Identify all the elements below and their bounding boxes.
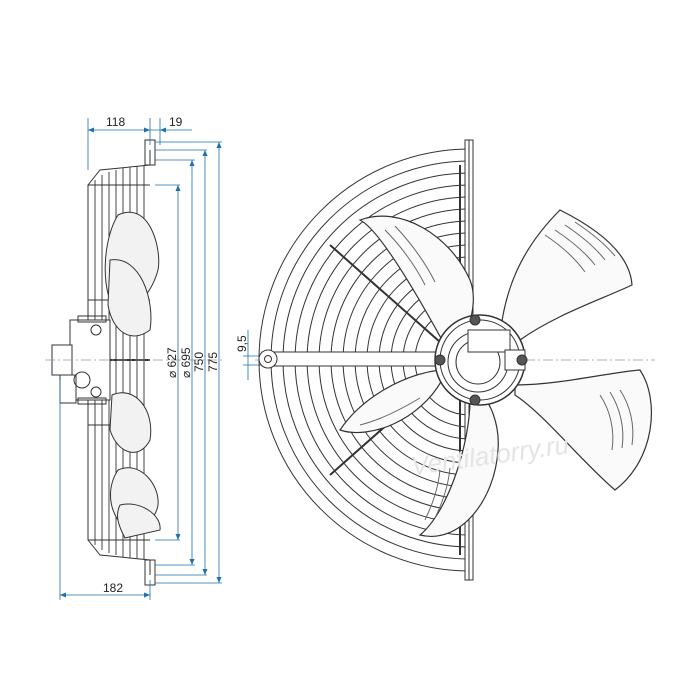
dim-dia-627: ⌀ 627 <box>165 347 179 378</box>
blade-bottom-left <box>339 369 443 434</box>
blade-upper-right <box>499 209 633 341</box>
side-blade-mid-upper <box>107 259 152 337</box>
blade-top-left <box>358 215 474 341</box>
front-hub <box>434 314 528 406</box>
dim-775: 775 <box>206 352 220 372</box>
front-strut <box>258 349 441 369</box>
dim-182: 182 <box>103 581 123 595</box>
dim-118: 118 <box>106 115 125 129</box>
dim-9-5: 9,5 <box>235 335 249 352</box>
side-view <box>51 139 161 586</box>
side-blade-mid-lower <box>109 392 152 453</box>
dim-19: 19 <box>169 115 183 129</box>
dim-dia-695: ⌀ 695 <box>179 347 193 378</box>
blade-bottom <box>418 394 499 537</box>
front-blades <box>339 209 653 537</box>
dim-750: 750 <box>192 352 206 372</box>
side-blade-bottom <box>117 503 161 539</box>
side-dimensions <box>59 118 222 600</box>
blade-hatching <box>359 221 634 521</box>
side-dim-arrows <box>60 127 222 598</box>
blade-lower-right <box>514 369 653 491</box>
